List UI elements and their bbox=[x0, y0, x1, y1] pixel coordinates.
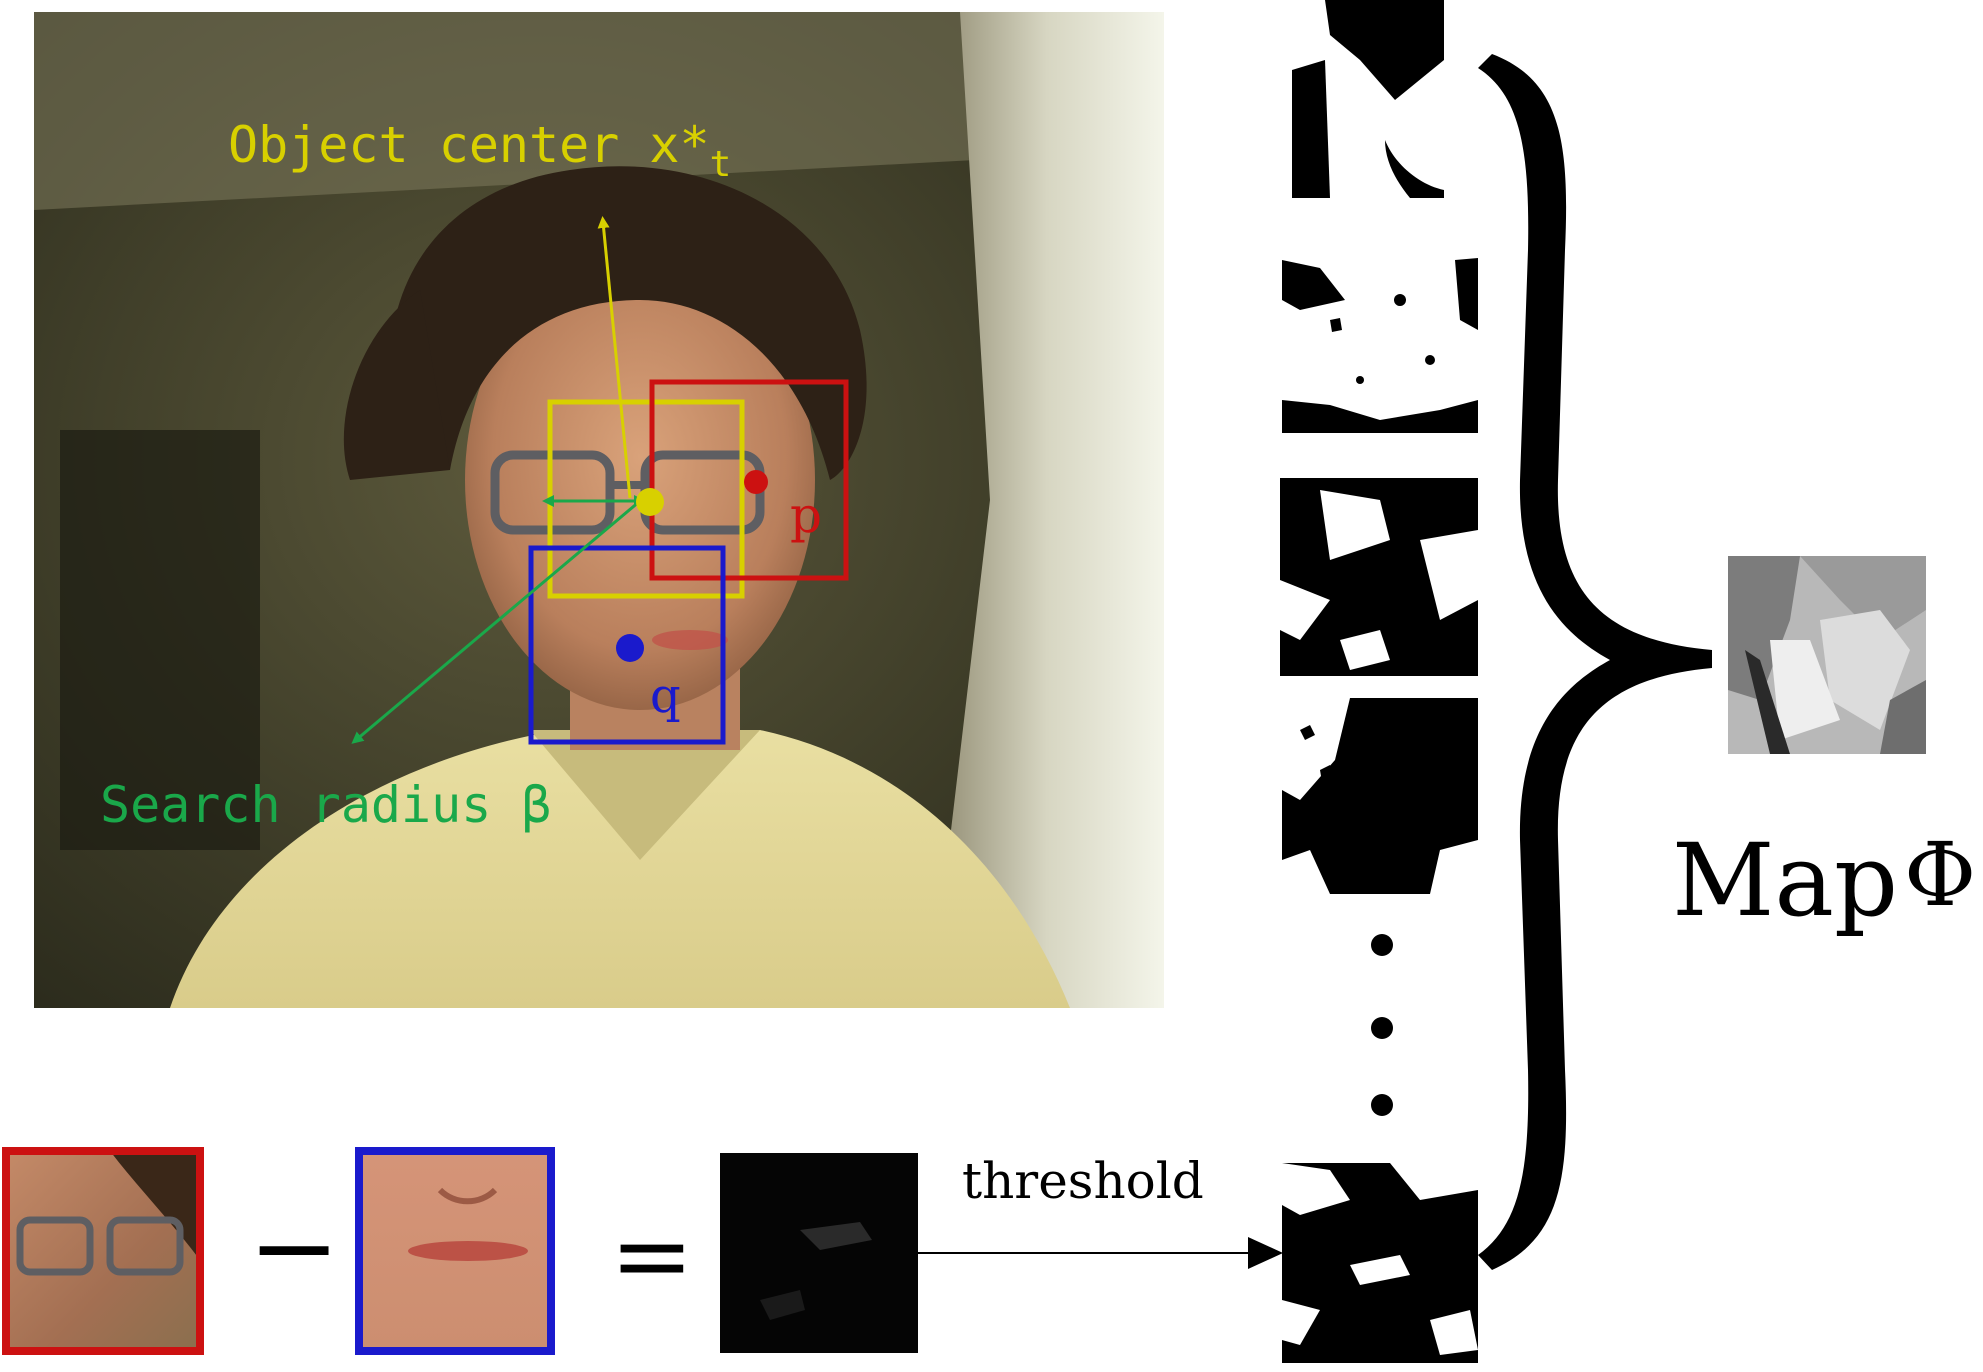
minus-sign: − bbox=[248, 1183, 340, 1311]
q-dot bbox=[616, 634, 644, 662]
red-box bbox=[649, 379, 849, 581]
difference-patch bbox=[720, 1153, 918, 1353]
object-center-label: Object center x*t bbox=[228, 116, 731, 185]
map-phi-image bbox=[1728, 556, 1926, 754]
threshold-arrowhead bbox=[1248, 1237, 1283, 1269]
red-patch bbox=[2, 1147, 204, 1355]
object-center-arrow bbox=[597, 216, 632, 499]
blue-box bbox=[528, 545, 726, 745]
curly-brace bbox=[1478, 54, 1712, 1270]
threshold-label: threshold bbox=[962, 1152, 1204, 1210]
search-radius-diagonal-arrow bbox=[351, 499, 641, 744]
phi-label: Φ bbox=[1904, 823, 1976, 926]
map-label: Map bbox=[1672, 822, 1898, 939]
blue-patch bbox=[355, 1147, 555, 1355]
object-center-dot bbox=[636, 488, 664, 516]
binary-map-2 bbox=[1282, 255, 1478, 433]
p-dot bbox=[744, 470, 768, 494]
equals-sign: = bbox=[610, 1197, 694, 1314]
search-radius-label: Search radius β bbox=[100, 776, 552, 834]
p-label: p bbox=[790, 486, 822, 544]
binary-map-3 bbox=[1280, 478, 1478, 676]
binary-map-5 bbox=[1282, 1163, 1478, 1363]
binary-map-4 bbox=[1282, 698, 1478, 894]
binary-map-1 bbox=[1292, 0, 1444, 198]
ellipsis-icon bbox=[1371, 934, 1393, 1116]
q-label: q bbox=[650, 668, 681, 724]
